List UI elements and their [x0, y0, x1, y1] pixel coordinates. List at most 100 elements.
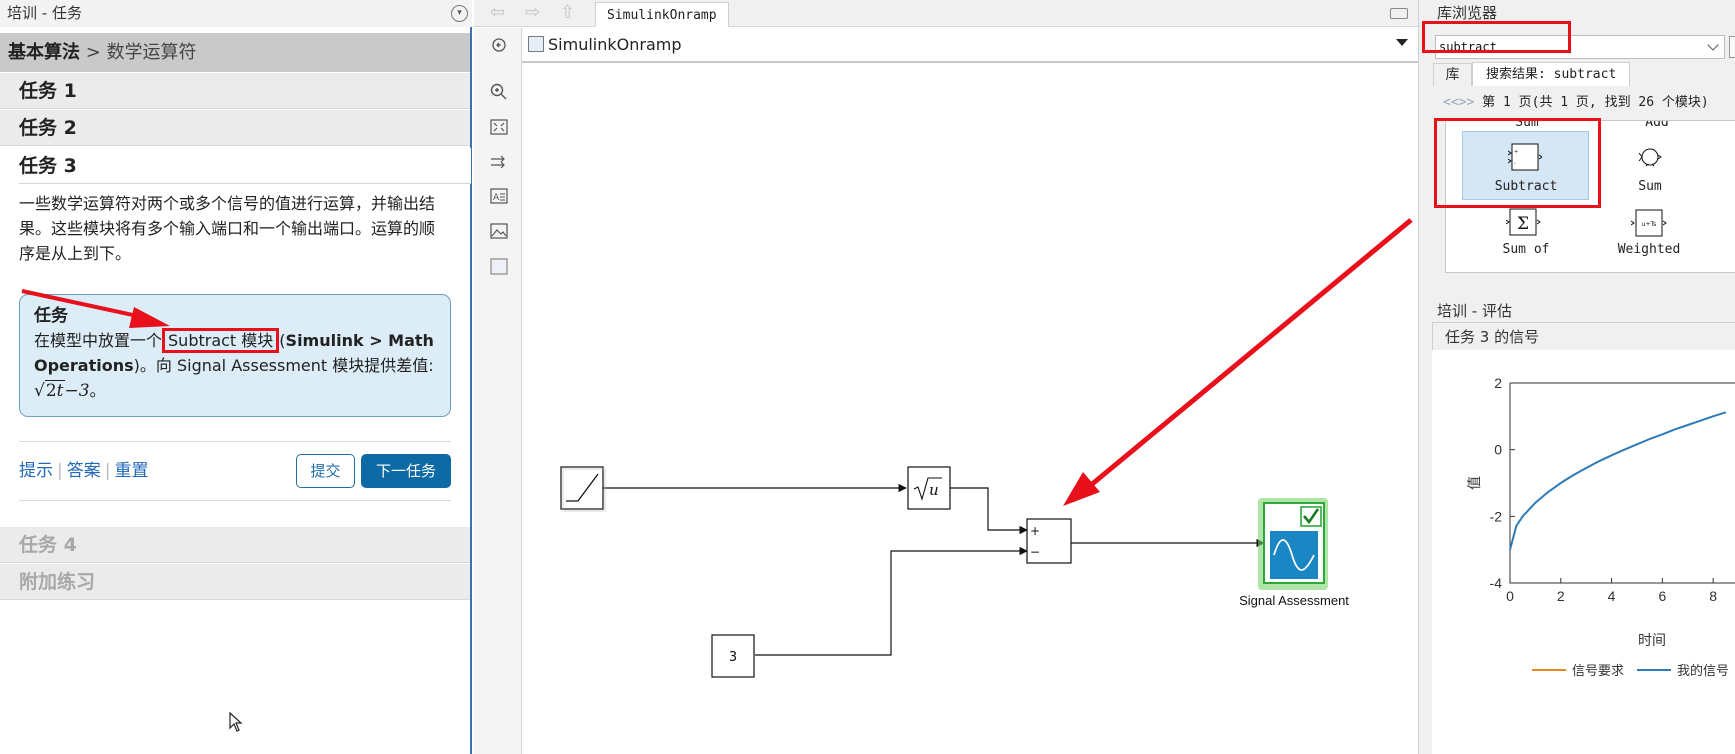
image-icon[interactable] [489, 221, 509, 241]
task-box-title: 任务 [34, 306, 68, 326]
search-results-grid: Sum Add + - Subtract Sum Σ Sum of u+Ts W… [1445, 120, 1735, 273]
breadcrumb-separator: > [85, 42, 101, 63]
hide-browser-icon[interactable] [489, 35, 509, 55]
area-icon[interactable] [489, 256, 509, 276]
ramp-block[interactable] [560, 466, 606, 512]
svg-text:-: - [1514, 161, 1516, 167]
y-tick-label: -2 [1490, 508, 1503, 524]
weighted-sample-time-icon: u+Ts [1631, 209, 1667, 237]
reset-link[interactable]: 重置 [114, 461, 149, 481]
keyboard-icon[interactable] [1390, 8, 1408, 19]
library-options-icon[interactable] [1729, 36, 1735, 58]
extra-practice-header[interactable]: 附加练习 [0, 564, 470, 600]
fit-view-icon[interactable] [489, 117, 509, 137]
model-tab[interactable]: SimulinkOnramp [595, 2, 729, 27]
model-address[interactable]: SimulinkOnramp [548, 35, 682, 54]
breadcrumb: 基本算法 > 数学运算符 [0, 33, 470, 72]
annotation-icon[interactable]: A [489, 186, 509, 206]
x-tick-label: 4 [1608, 588, 1616, 604]
sqrt-symbol: √ [34, 381, 45, 401]
task-text-suffix: 。 [89, 381, 106, 400]
x-tick-label: 2 [1557, 588, 1565, 604]
task-3-description: 一些数学运算符对两个或多个信号的值进行运算，并输出结果。这些模块将有多个输入端口… [19, 194, 436, 263]
y-tick-label: -4 [1490, 575, 1503, 591]
library-path: Simulink > Math Operations [34, 331, 434, 375]
result-sum-of-elements-label[interactable]: Sum of [1502, 242, 1550, 257]
x-axis-label: 时间 [1638, 633, 1666, 649]
divider [19, 441, 451, 442]
subtract-block-highlight: Subtract 模块 [162, 328, 280, 353]
x-tick-label: 8 [1709, 588, 1717, 604]
y-axis-label: 值 [1467, 476, 1483, 490]
legend-label-2: 我的信号 [1677, 663, 1729, 679]
formula-num: 2 [45, 381, 57, 401]
y-tick-label: 0 [1494, 442, 1502, 458]
editor-side-toolbar: A [474, 28, 522, 754]
series-line-2 [1509, 411, 1727, 550]
assessment-plot-title: 任务 3 的信号 [1443, 326, 1542, 348]
link-divider: | [57, 461, 63, 481]
breadcrumb-parent[interactable]: 基本算法 [8, 42, 80, 63]
task-links: 提示|答案|重置 [19, 458, 148, 484]
signal-assessment-block[interactable]: Signal Assessment [1239, 498, 1349, 608]
task-text-prefix: 在模型中放置一个 [34, 331, 163, 350]
pager-nav-icons[interactable]: <<>> [1443, 95, 1475, 110]
zoom-icon[interactable] [489, 82, 509, 102]
up-arrow-icon[interactable]: ⇧ [560, 2, 576, 23]
sqrt-block[interactable]: u [907, 466, 951, 510]
model-editor: ⇦ ⇨ ⇧ SimulinkOnramp A SimulinkOnramp [474, 0, 1418, 754]
model-address-bar: SimulinkOnramp [522, 28, 1418, 62]
svg-text:+: + [1514, 149, 1518, 155]
subtract-block[interactable]: + − [1026, 518, 1072, 564]
back-arrow-icon[interactable]: ⇦ [490, 2, 506, 23]
legend-label-1: 信号要求 [1572, 664, 1624, 679]
formula: √2t−3 [34, 380, 90, 401]
constant-value: 3 [729, 650, 737, 665]
pager-text: 第 1 页(共 1 页, 找到 26 个模块) [1482, 95, 1709, 110]
svg-text:Σ: Σ [1517, 214, 1529, 234]
answer-link[interactable]: 答案 [66, 461, 101, 481]
sum-minus-sign: − [1030, 545, 1040, 559]
signal-line[interactable] [755, 546, 1028, 656]
tab-library[interactable]: 库 [1433, 63, 1472, 86]
breadcrumb-current: 数学运算符 [106, 42, 197, 63]
library-browser-title: 库浏览器 [1437, 4, 1498, 22]
svg-text:A: A [493, 193, 500, 203]
task-4-header[interactable]: 任务 4 [0, 527, 470, 563]
sum-of-elements-icon: Σ [1506, 208, 1541, 236]
x-tick-label: 6 [1658, 588, 1666, 604]
tab-search-results[interactable]: 搜索结果: subtract [1472, 62, 1631, 86]
next-task-button[interactable]: 下一任务 [361, 454, 451, 488]
submit-button[interactable]: 提交 [296, 454, 355, 488]
search-highlight-box [1422, 21, 1571, 53]
model-canvas[interactable] [522, 62, 1418, 754]
constant-block[interactable]: 3 [711, 634, 755, 678]
model-icon [528, 36, 544, 52]
arrange-icon[interactable] [489, 152, 509, 172]
address-dropdown-icon[interactable] [1396, 39, 1408, 46]
assessment-title: 培训 - 评估 [1437, 302, 1512, 320]
result-sum-label[interactable]: Sum [1638, 179, 1662, 194]
sum-plus-sign: + [1030, 524, 1040, 538]
library-search-input[interactable] [1435, 35, 1725, 59]
hint-link[interactable]: 提示 [19, 461, 53, 481]
signal-line[interactable] [950, 487, 1028, 535]
link-divider: | [104, 461, 111, 481]
result-weighted-label[interactable]: Weighted [1617, 242, 1681, 257]
sqrt-variable: u [929, 481, 939, 499]
task-3-header[interactable]: 任务 3 [19, 148, 471, 184]
result-add-partial[interactable]: Add [1645, 120, 1669, 130]
forward-arrow-icon[interactable]: ⇨ [525, 2, 541, 23]
result-sum-partial[interactable]: Sum [1515, 120, 1539, 130]
panel-menu-icon[interactable]: ▾ [451, 5, 468, 22]
subtract-block-icon: + - [1508, 143, 1542, 171]
sum-round-block-icon [1638, 148, 1662, 167]
task-2-header[interactable]: 任务 2 [0, 110, 470, 146]
signal-assessment-label: Signal Assessment [1239, 593, 1349, 608]
weighted-icon-text: u+Ts [1642, 221, 1657, 228]
task-1-header[interactable]: 任务 1 [0, 73, 470, 109]
formula-radicand: 2t [44, 380, 65, 401]
